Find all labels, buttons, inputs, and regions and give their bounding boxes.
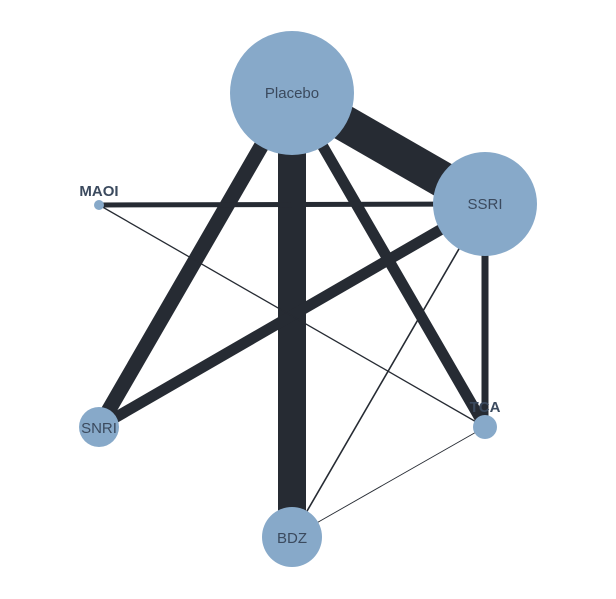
node-label-maoi: MAOI — [79, 183, 118, 200]
node-label-ssri: SSRI — [467, 196, 502, 213]
node-circle-ssri — [433, 152, 537, 256]
node-circle-bdz — [262, 507, 322, 567]
node-label-placebo: Placebo — [265, 85, 319, 102]
edge-ssri-maoi — [98, 201, 486, 208]
node-label-snri: SNRI — [81, 420, 117, 437]
node-snri: SNRI — [79, 407, 119, 447]
edge-ssri-bdz — [291, 203, 486, 538]
node-circle-tca — [473, 415, 497, 439]
node-tca: TCA — [470, 399, 501, 439]
node-maoi: MAOI — [79, 183, 119, 210]
node-placebo: Placebo — [230, 31, 354, 155]
node-bdz: BDZ — [262, 507, 322, 567]
node-circle-placebo — [230, 31, 354, 155]
node-circle-maoi — [94, 200, 104, 210]
edges-layer — [92, 77, 494, 538]
node-ssri: SSRI — [433, 152, 537, 256]
edge-maoi-tca — [98, 204, 486, 428]
node-circle-snri — [79, 407, 119, 447]
node-label-tca: TCA — [470, 399, 501, 416]
edge-tca-bdz — [291, 426, 486, 538]
node-label-bdz: BDZ — [277, 530, 307, 547]
